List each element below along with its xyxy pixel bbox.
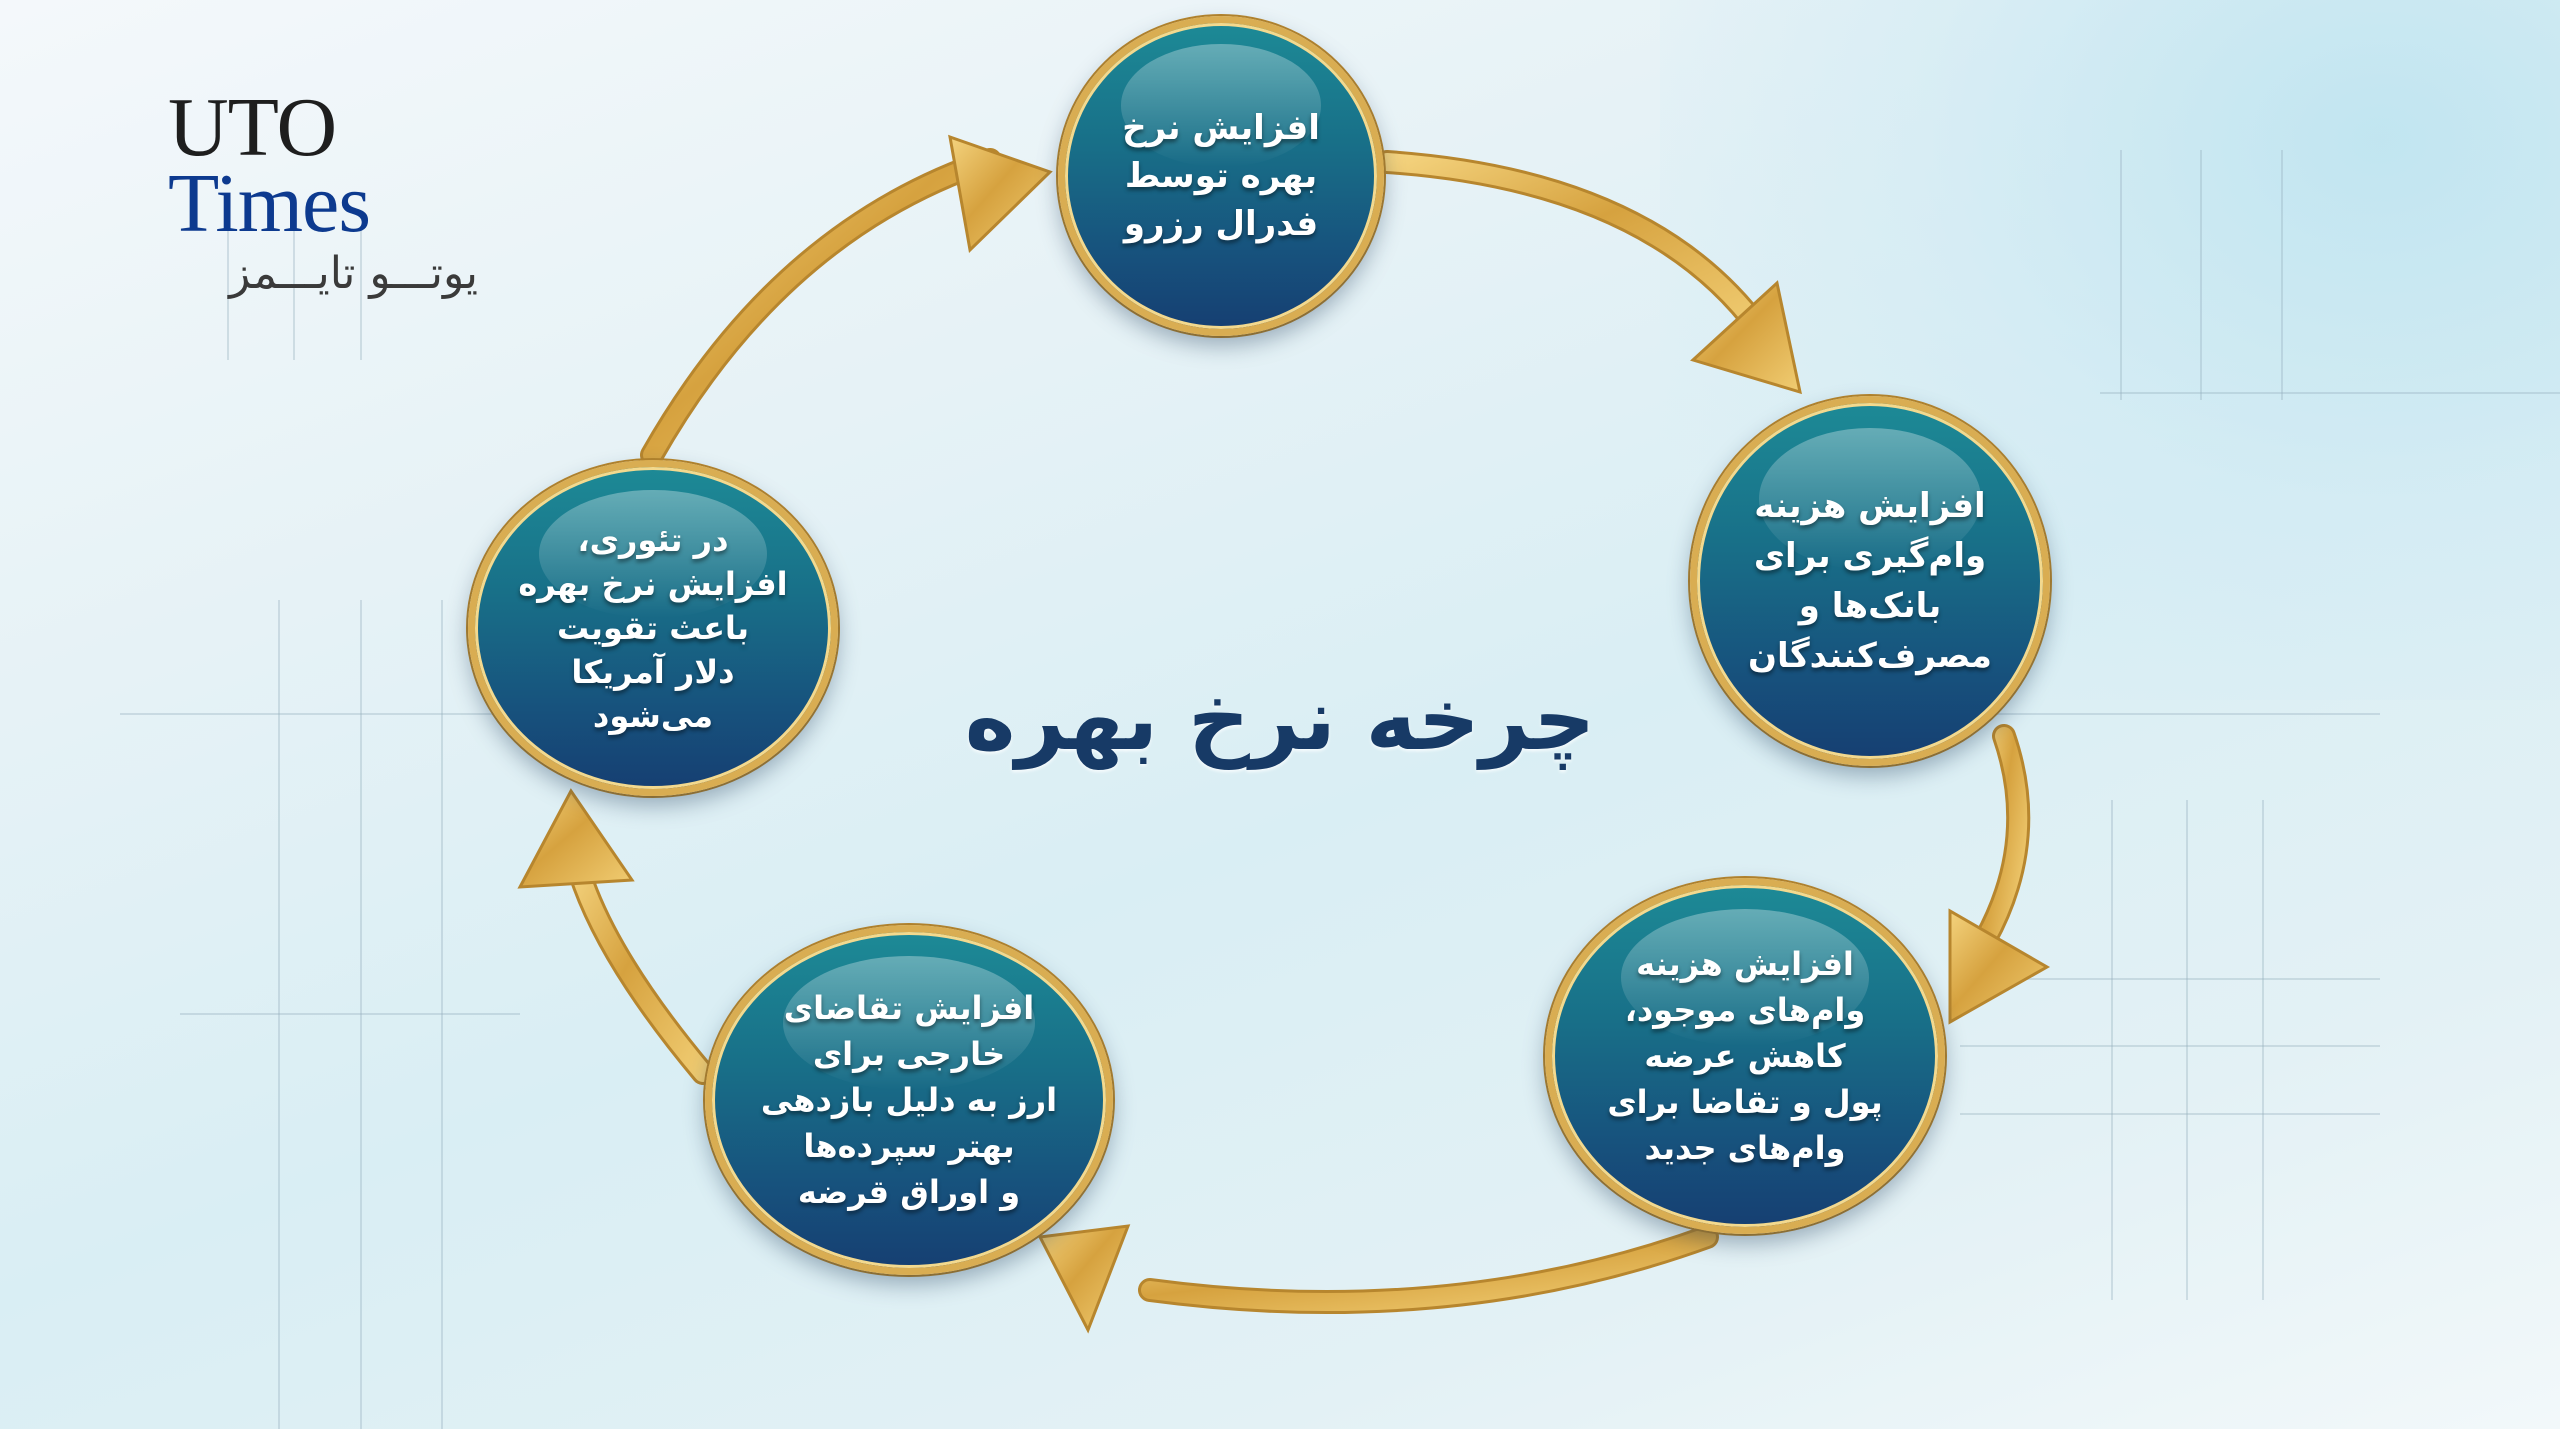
arrow-right-to-bottom-right-icon xyxy=(1948,724,2051,1025)
cycle-node-dollar-strength: در تئوری، افزایش نرخ بهره باعث تقویت دلا… xyxy=(468,460,838,796)
node-gloss xyxy=(1621,908,1869,1046)
diagram-title: چرخه نرخ بهره xyxy=(964,670,1596,770)
node-label: افزایش هزینه وام‌گیری برای بانک‌ها و مصر… xyxy=(1748,486,1992,676)
logo-times-text: Times xyxy=(168,157,371,250)
arrow-bottom-left-to-left-icon xyxy=(517,788,715,1085)
cycle-node-existing-loans: افزایش هزینه وام‌های موجود، کاهش عرضه پو… xyxy=(1545,878,1945,1234)
uto-times-logo: UTO Times یوتـــو تایـــمز xyxy=(168,81,478,302)
cycle-node-fed-rate-hike: افزایش نرخ بهره توسط فدرال رزرو xyxy=(1058,16,1384,336)
logo-uto-text: UTO xyxy=(168,81,337,174)
node-gloss xyxy=(1759,427,1981,571)
arrow-left-to-top-icon xyxy=(640,134,1053,467)
cycle-node-foreign-demand: افزایش تقاضای خارجی برای ارز به دلیل باز… xyxy=(705,925,1113,1275)
logo-persian-text: یوتـــو تایـــمز xyxy=(229,248,478,299)
node-gloss xyxy=(539,489,767,619)
node-label: در تئوری، افزایش نرخ بهره باعث تقویت دلا… xyxy=(518,521,788,735)
node-label: افزایش تقاضای خارجی برای ارز به دلیل باز… xyxy=(760,989,1058,1211)
node-gloss xyxy=(1121,44,1321,167)
arrow-bottom-right-to-bottom-left-icon xyxy=(1037,1224,1719,1334)
node-gloss xyxy=(782,955,1036,1090)
node-label: افزایش هزینه وام‌های موجود، کاهش عرضه پو… xyxy=(1607,945,1883,1167)
cycle-node-borrowing-cost: افزایش هزینه وام‌گیری برای بانک‌ها و مصر… xyxy=(1690,396,2050,766)
arrow-top-to-right-icon xyxy=(1375,150,1802,395)
node-label: افزایش نرخ بهره توسط فدرال رزرو xyxy=(1122,108,1320,244)
